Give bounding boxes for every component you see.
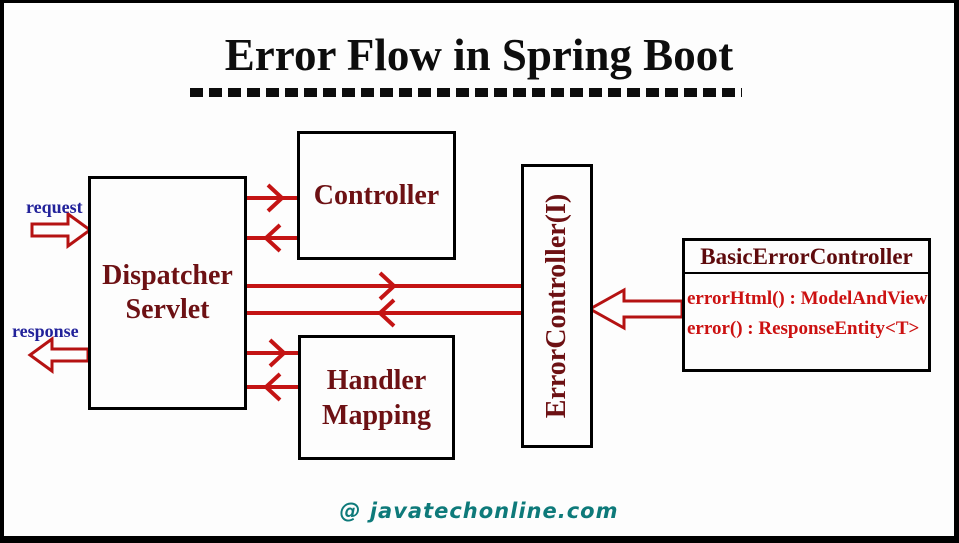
arrow-handler-to-dispatcher: [247, 372, 298, 402]
dispatcher-servlet-label: Dispatcher Servlet: [102, 260, 233, 325]
diagram-title: Error Flow in Spring Boot: [224, 30, 734, 80]
node-basic-error-controller: BasicErrorController errorHtml() : Model…: [682, 238, 931, 372]
basicerror-to-errorcontroller-arrow: [586, 287, 684, 331]
node-dispatcher-servlet: Dispatcher Servlet: [88, 176, 247, 410]
node-controller: Controller: [297, 131, 456, 260]
request-arrow: [30, 211, 93, 249]
method-errorhtml: errorHtml() : ModelAndView: [687, 288, 928, 309]
handler-mapping-label: Handler Mapping: [322, 364, 431, 431]
title-dashed-underline: [190, 88, 742, 97]
response-arrow: [27, 336, 90, 374]
method-error: error() : ResponseEntity<T>: [687, 318, 920, 339]
arrow-controller-to-dispatcher: [247, 223, 297, 253]
basic-error-controller-title: BasicErrorController: [685, 241, 928, 274]
controller-label: Controller: [313, 179, 440, 211]
arrow-dispatcher-to-errorcontroller: [247, 271, 521, 301]
arrow-dispatcher-to-handler: [247, 338, 298, 368]
request-label: request: [26, 197, 83, 217]
basic-error-controller-methods: errorHtml() : ModelAndView error() : Res…: [685, 274, 928, 344]
watermark-javatechonline: @ javatechonline.com: [339, 499, 619, 523]
error-controller-label: ErrorController(I): [541, 193, 573, 419]
arrow-dispatcher-to-controller: [247, 183, 297, 213]
node-error-controller: ErrorController(I): [521, 164, 593, 448]
node-handler-mapping: Handler Mapping: [298, 335, 455, 460]
response-label: response: [12, 321, 79, 341]
arrow-errorcontroller-to-dispatcher: [247, 298, 521, 328]
